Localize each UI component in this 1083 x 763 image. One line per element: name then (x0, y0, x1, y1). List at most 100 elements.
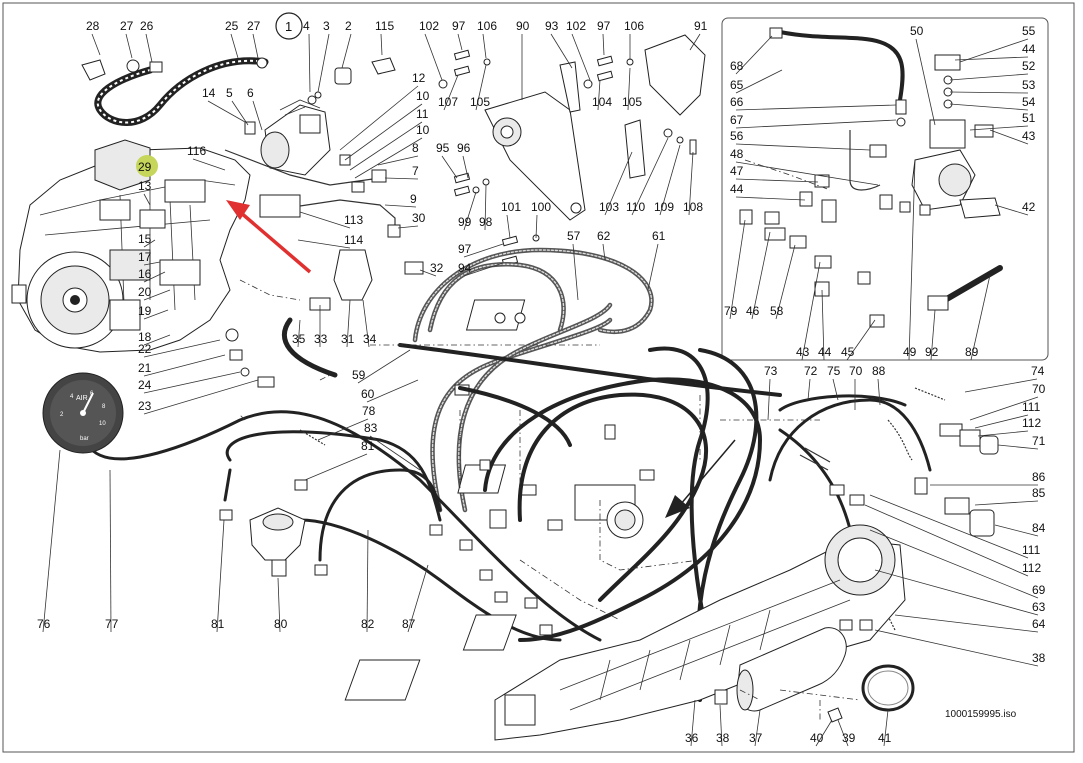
part-callout: 97 (458, 242, 472, 256)
leader-line (801, 261, 821, 361)
part-callout: 63 (1032, 600, 1046, 614)
small-parts-top (224, 57, 424, 388)
leader-line (767, 378, 771, 421)
part-callout: 93 (545, 19, 559, 33)
part-callout: 26 (140, 19, 154, 33)
leader-line (954, 56, 1029, 61)
part-callout: 44 (730, 182, 744, 196)
part-callout: 17 (138, 250, 152, 264)
part-callout: 61 (652, 229, 666, 243)
part-callout: 44 (1022, 42, 1036, 56)
leader-line (143, 239, 156, 248)
part-callout: 55 (1022, 24, 1036, 38)
leader-line (729, 219, 746, 320)
part-callout: 19 (138, 304, 152, 318)
leader-line (874, 569, 1039, 616)
leader-line (369, 435, 421, 471)
leader-line (366, 379, 419, 403)
part-callout: 99 (458, 215, 472, 229)
leader-line (894, 614, 1039, 633)
brake-chamber-80 (249, 507, 306, 577)
leader-line (143, 309, 169, 320)
part-callout: 116 (187, 144, 206, 158)
leader-line (597, 79, 601, 111)
part-callout: 82 (361, 617, 375, 631)
leader-line (735, 69, 783, 94)
leader-line (994, 524, 1039, 537)
leader-line (207, 100, 246, 123)
cover-91 (644, 34, 706, 116)
part-callout: 81 (211, 617, 225, 631)
leader-line (463, 243, 504, 258)
leader-line (977, 430, 1029, 437)
part-callout: 91 (694, 19, 708, 33)
leader-line (143, 261, 161, 266)
hose-25 (94, 57, 269, 126)
gauge-hose-77 (86, 410, 602, 642)
part-callout: 59 (352, 368, 366, 382)
leader-line (969, 125, 1029, 131)
leader-line (362, 299, 370, 348)
part-callout: 27 (247, 19, 261, 33)
leader-line (735, 161, 879, 186)
part-callout: 103 (599, 200, 619, 214)
part-callout: 65 (730, 78, 744, 92)
part-callout: 81 (361, 439, 375, 453)
leader-line (970, 274, 991, 361)
leader-line (42, 449, 61, 633)
leader-line (689, 33, 701, 51)
leader-line (384, 177, 419, 180)
clamps-26-28 (81, 57, 268, 81)
part-callout: 28 (86, 19, 100, 33)
leader-line (304, 453, 368, 481)
leader-line (231, 100, 249, 126)
leader-line (930, 309, 936, 361)
leader-line (230, 33, 239, 59)
inset-detail-box (721, 17, 1049, 361)
leader-line (252, 100, 263, 131)
leader-line (969, 396, 1039, 421)
leader-line (297, 239, 351, 249)
braided-hoses (412, 247, 654, 513)
construction-lines (239, 159, 861, 720)
leader-line (407, 564, 429, 633)
part-callout: 14 (202, 86, 216, 100)
part-callout: 53 (1022, 78, 1036, 92)
part-callout: 44 (818, 345, 832, 359)
leader-line (299, 211, 351, 229)
part-callout: 112 (1022, 416, 1041, 430)
part-callout: 49 (903, 345, 917, 359)
part-callout: 79 (724, 304, 738, 318)
highlight-marker (136, 155, 158, 177)
part-callout: 75 (827, 364, 841, 378)
leader-line (143, 271, 166, 283)
leader-line (751, 231, 771, 320)
leader-line (143, 334, 171, 346)
drawing-number: 1000159995.iso (945, 709, 1017, 720)
part-callout: 48 (730, 147, 744, 161)
leader-line (869, 529, 1039, 599)
leader-line (297, 319, 301, 348)
leader-line (535, 214, 538, 239)
part-callout: 97 (597, 19, 611, 33)
part-callout: 43 (1022, 129, 1036, 143)
leader-line (462, 155, 469, 179)
part-callout: 5 (226, 86, 233, 100)
leader-line (308, 33, 311, 93)
leader-line (192, 158, 226, 171)
part-callout: 6 (247, 86, 254, 100)
part-callout: 71 (1032, 434, 1046, 448)
leader-line (631, 137, 669, 216)
part-callout: 68 (730, 59, 744, 73)
part-callout: 64 (1032, 617, 1046, 631)
leader-line (366, 529, 369, 633)
leader-line (815, 719, 833, 747)
engine-block (11, 139, 251, 353)
leader-line (143, 379, 259, 415)
part-callout: 80 (274, 617, 288, 631)
leader-line (143, 289, 171, 301)
leader-line (874, 629, 1039, 667)
part-callout: 95 (436, 141, 450, 155)
leader-line (688, 151, 694, 216)
